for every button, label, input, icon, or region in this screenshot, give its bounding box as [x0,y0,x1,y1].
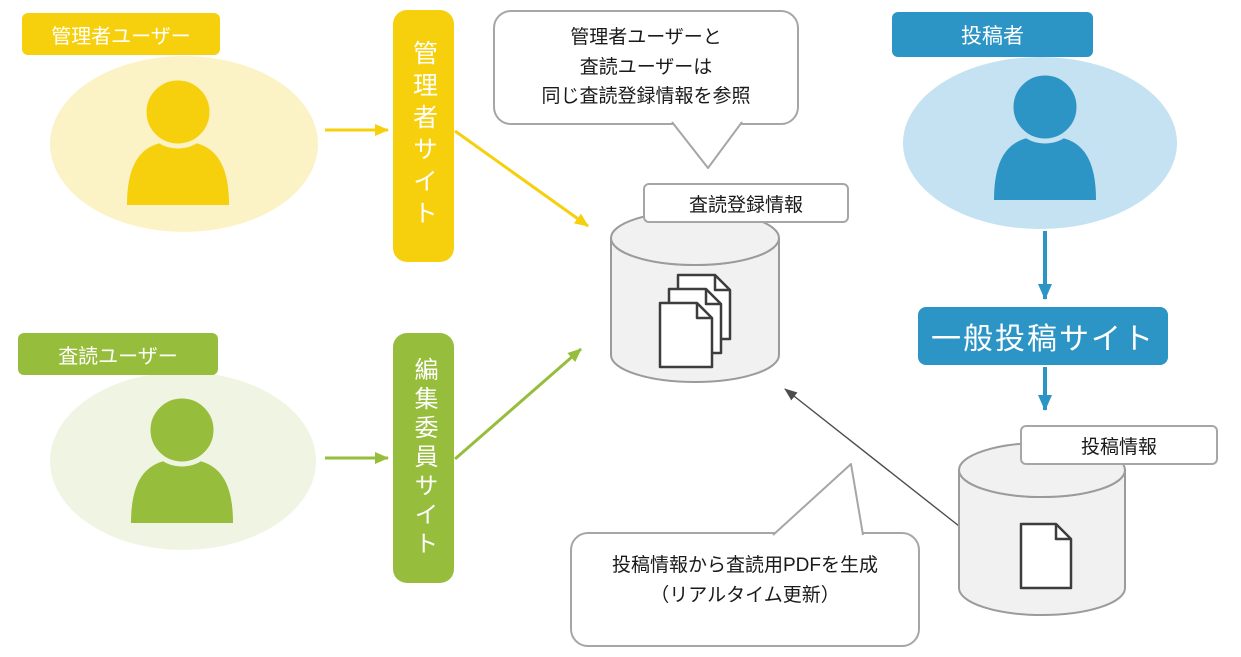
callout-line: 査読ユーザーは [579,56,713,78]
contributor-label: 投稿者 [892,12,1093,57]
callout-line: 同じ査読登録情報を参照 [541,86,751,108]
review-registry-label: 査読登録情報 [643,183,849,223]
arrow-editorial-to-registry [454,347,582,461]
document-icon [1019,522,1073,590]
documents-stack-icon [658,273,732,369]
admin-user-label: 管理者ユーザー [22,13,220,55]
submission-site-box: 一般投稿サイト [918,307,1168,365]
person-icon [127,75,229,205]
person-icon [994,70,1096,200]
reviewer-user-label: 査読ユーザー [18,333,218,375]
submission-info-label: 投稿情報 [1020,425,1218,465]
arrow-adminsite-to-registry [454,129,589,228]
callout-line: （リアルタイム更新） [650,584,840,606]
pdf-generation-callout: 投稿情報から査読用PDFを生成 （リアルタイム更新） [570,532,920,647]
admin-site-box: 管理者サイト [393,10,454,262]
arrow-submission-to-registry [784,388,960,527]
callout-line: 投稿情報から査読用PDFを生成 [611,555,878,577]
editorial-site-box: 編集委員サイト [393,333,454,583]
person-icon [131,393,233,523]
shared-registry-callout: 管理者ユーザーと 査読ユーザーは 同じ査読登録情報を参照 [493,10,799,125]
callout-line: 管理者ユーザーと [570,27,722,49]
